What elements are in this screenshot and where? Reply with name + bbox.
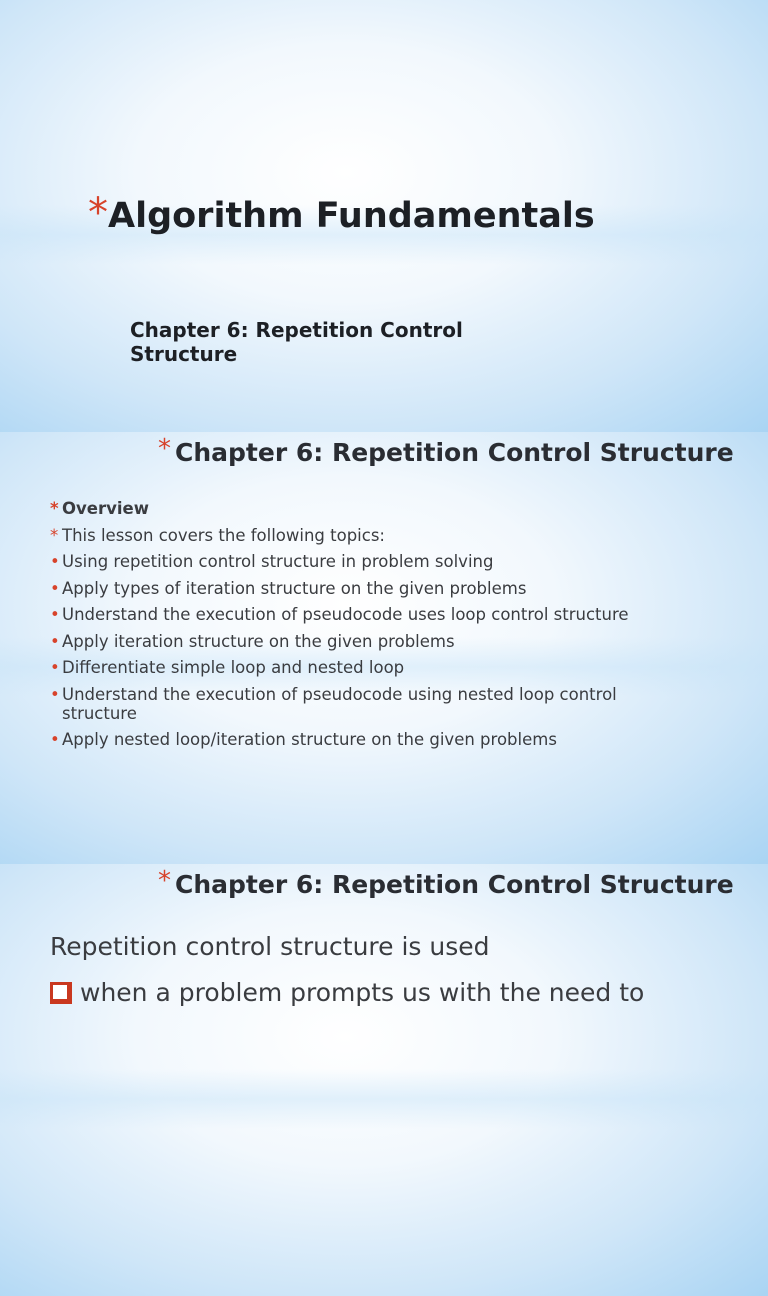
body-text: Repetition control structure is used	[50, 932, 490, 961]
bullet-icon: •	[50, 658, 60, 677]
item-text: Overview	[62, 499, 149, 518]
list-item: •Apply iteration structure on the given …	[50, 629, 750, 656]
item-text: Apply iteration structure on the given p…	[62, 631, 455, 651]
item-text: Understand the execution of pseudocode u…	[62, 684, 617, 723]
title-text: Algorithm Fundamentals	[108, 196, 595, 236]
item-text: Apply types of iteration structure on th…	[62, 578, 527, 598]
list-item: *Overview	[50, 496, 750, 523]
asterisk-icon: *	[158, 866, 171, 896]
list-item: when a problem prompts us with the need …	[50, 978, 644, 1007]
slide-2: *Chapter 6: Repetition Control Structure…	[0, 432, 768, 864]
item-text: Differentiate simple loop and nested loo…	[62, 658, 405, 677]
item-text: This lesson covers the following topics:	[62, 525, 385, 545]
title-text: Chapter 6: Repetition Control Structure	[175, 870, 734, 899]
slide-title: *Algorithm Fundamentals	[88, 190, 595, 242]
slide-title: *Chapter 6: Repetition Control Structure	[158, 434, 734, 468]
list-item: •Apply nested loop/iteration structure o…	[50, 727, 750, 754]
checkbox-bullet-icon	[50, 981, 72, 1004]
slide-3: *Chapter 6: Repetition Control Structure…	[0, 864, 768, 1296]
title-text: Chapter 6: Repetition Control Structure	[175, 438, 734, 467]
asterisk-icon: *	[50, 525, 59, 545]
bullet-icon: •	[50, 684, 60, 704]
list-item: •Understand the execution of pseudocode …	[50, 602, 750, 629]
list-item: *This lesson covers the following topics…	[50, 523, 750, 550]
list-item: •Apply types of iteration structure on t…	[50, 576, 750, 603]
item-text: Using repetition control structure in pr…	[62, 552, 494, 571]
topic-list: *Overview *This lesson covers the follow…	[50, 496, 750, 753]
slide-subtitle: Chapter 6: Repetition Control Structure	[130, 318, 463, 366]
bullet-icon: •	[50, 631, 60, 651]
list-item: •Using repetition control structure in p…	[50, 549, 750, 576]
item-text: Apply nested loop/iteration structure on…	[62, 729, 557, 749]
bullet-icon: •	[50, 552, 60, 571]
asterisk-icon: *	[50, 499, 59, 518]
bullet-icon: •	[50, 605, 60, 624]
bullet-icon: •	[50, 729, 60, 749]
item-text: when a problem prompts us with the need …	[80, 978, 645, 1007]
slide-1: *Algorithm Fundamentals Chapter 6: Repet…	[0, 0, 768, 432]
bullet-icon: •	[50, 578, 60, 598]
slide-title: *Chapter 6: Repetition Control Structure	[158, 866, 734, 900]
item-text: Understand the execution of pseudocode u…	[62, 605, 629, 624]
asterisk-icon: *	[158, 434, 171, 464]
asterisk-icon: *	[88, 190, 108, 236]
list-item: •Differentiate simple loop and nested lo…	[50, 655, 750, 682]
list-item: •Understand the execution of pseudocode …	[50, 682, 750, 727]
